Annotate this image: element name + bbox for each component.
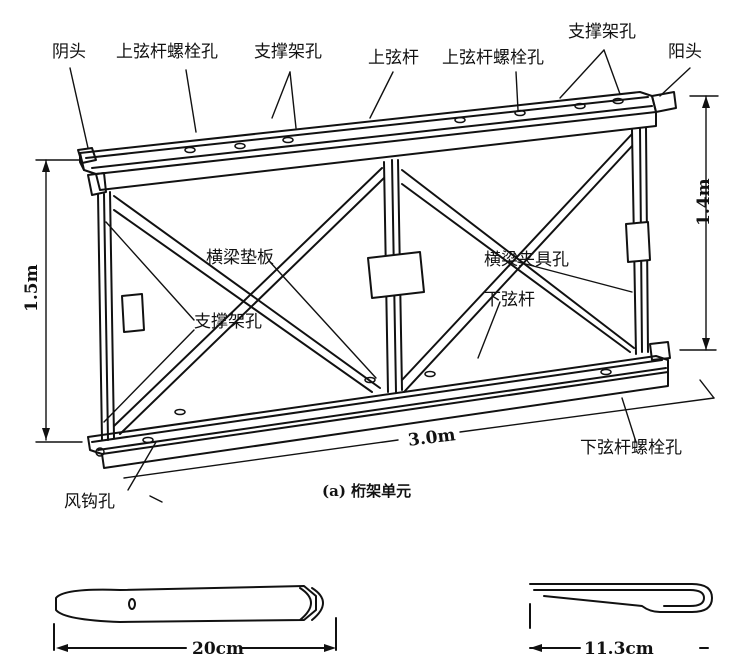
label-brace-hole-mid: 支撑架孔 <box>194 312 262 332</box>
label-transom-pad: 横梁垫板 <box>206 248 274 268</box>
dimension-lines <box>35 95 719 479</box>
bottom-chord <box>87 355 669 469</box>
top-chord-holes <box>184 97 624 154</box>
label-brace-hole-top-right: 支撑架孔 <box>568 22 636 42</box>
label-male-head: 阳头 <box>668 42 702 62</box>
label-brace-hole-top-left: 支撑架孔 <box>254 42 322 62</box>
bottom-chord-holes <box>95 368 612 457</box>
pin-drawing <box>53 585 337 651</box>
gusset-pads <box>121 221 651 333</box>
label-transom-clamp-hole: 横梁夹具孔 <box>484 250 569 270</box>
label-top-chord-bolt-hole-left: 上弦杆螺栓孔 <box>116 42 218 62</box>
dim-pin-length: 20cm <box>192 639 244 659</box>
label-bottom-chord: 下弦杆 <box>484 290 535 310</box>
label-wind-hook-hole: 风钩孔 <box>64 492 115 512</box>
dimension-arrows <box>42 96 710 440</box>
diagonal-braces <box>113 133 635 435</box>
dim-clip-length: 11.3cm <box>584 639 654 659</box>
figure-caption: (a) 桁架单元 <box>322 482 412 500</box>
dim-height-right: 1.4m <box>694 178 714 226</box>
clip-drawing <box>529 583 713 649</box>
label-female-head: 阴头 <box>52 42 86 62</box>
top-chord <box>79 91 657 191</box>
left-post <box>97 191 115 441</box>
transom-pad <box>367 251 425 299</box>
male-head <box>649 91 677 361</box>
female-head <box>77 147 107 196</box>
label-bottom-chord-bolt-hole: 下弦杆螺栓孔 <box>580 438 682 458</box>
dim-height-left: 1.5m <box>22 264 42 312</box>
label-top-chord-bolt-hole-right: 上弦杆螺栓孔 <box>442 48 544 68</box>
leader-lines <box>69 49 691 503</box>
label-top-chord: 上弦杆 <box>368 48 419 68</box>
